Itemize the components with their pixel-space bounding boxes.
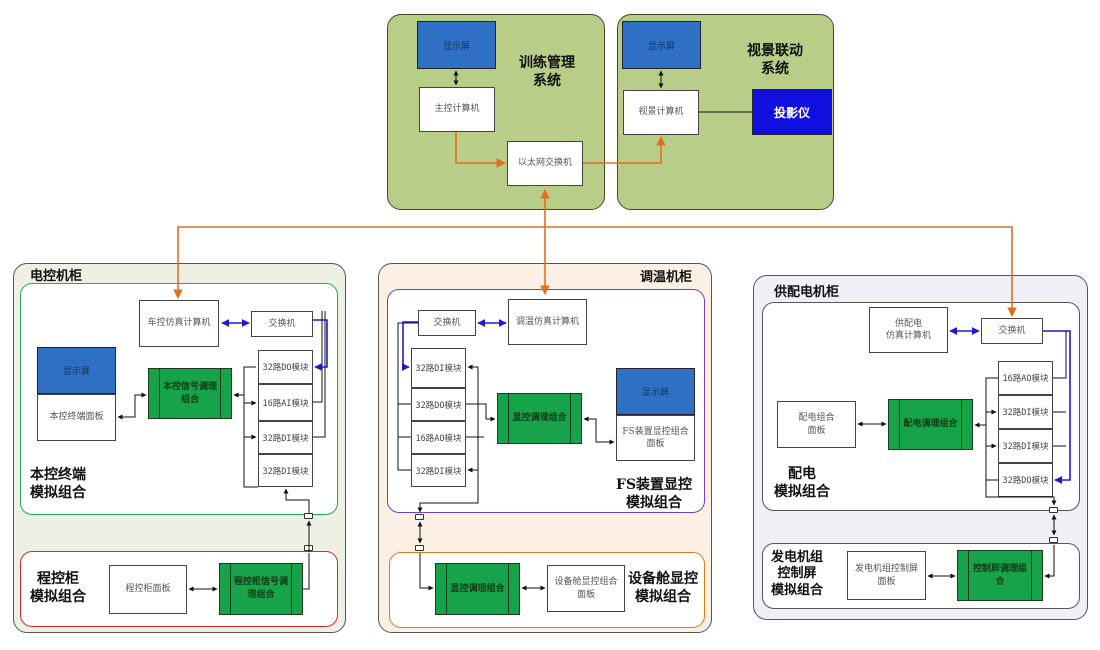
equipment-display-conditioner-label: 显控调理组合 bbox=[450, 583, 505, 594]
fs-display-panel[interactable]: FS装置显控组合 面板 bbox=[616, 415, 695, 461]
generator-group-title: 发电机组 控制屏 模拟组合 bbox=[771, 550, 824, 598]
module-32-di[interactable]: 32路DI模块 bbox=[998, 395, 1053, 429]
program-signal-conditioner-label: 程控柜信号调 理组合 bbox=[233, 577, 288, 600]
temperature-sim-computer[interactable]: 调温仿真计算机 bbox=[508, 299, 587, 345]
distribution-panel[interactable]: 配电组合 面板 bbox=[777, 401, 856, 448]
local-terminal-panel[interactable]: 本控终端面板 bbox=[37, 394, 116, 441]
module-32-do[interactable]: 32路DO模块 bbox=[998, 463, 1053, 497]
visual-screen[interactable]: 显示屏 bbox=[622, 21, 701, 69]
local-signal-conditioner-label: 本控信号调理 组合 bbox=[162, 381, 217, 405]
fs-display-conditioner-label: 显控调理组合 bbox=[512, 413, 567, 424]
module-32-do[interactable]: 32路DO模块 bbox=[411, 388, 466, 421]
module-16-ao[interactable]: 16路AO模块 bbox=[998, 361, 1053, 395]
eth-branch-left bbox=[173, 226, 545, 299]
connector bbox=[1049, 507, 1058, 513]
training-system-title: 训练管理 系统 bbox=[519, 55, 575, 89]
generator-panel[interactable]: 发电机组控制屏 面板 bbox=[847, 551, 926, 600]
main-control-computer[interactable]: 主控计算机 bbox=[419, 87, 495, 132]
program-cabinet-panel[interactable]: 程控柜面板 bbox=[109, 565, 187, 614]
electrical-switch[interactable]: 交换机 bbox=[251, 311, 313, 337]
connector bbox=[415, 514, 424, 520]
program-cabinet-group-title: 程控柜 模拟组合 bbox=[30, 571, 86, 605]
eth-branch-right bbox=[545, 226, 1017, 317]
equipment-display-conditioner[interactable]: 显控调理组合 bbox=[435, 563, 520, 615]
module-32-di[interactable]: 32路DI模块 bbox=[258, 454, 313, 487]
visual-computer[interactable]: 视景计算机 bbox=[623, 90, 699, 135]
equipment-display-group-title: 设备舱显控 模拟组合 bbox=[628, 571, 698, 605]
module-16-ai[interactable]: 16路AI模块 bbox=[258, 384, 313, 421]
connector bbox=[1049, 537, 1058, 543]
power-sim-computer[interactable]: 供配电 仿真计算机 bbox=[869, 307, 948, 353]
temperature-cabinet-title: 调温机柜 bbox=[640, 270, 693, 285]
visual-system-title: 视景联动 系统 bbox=[747, 43, 803, 77]
module-32-di[interactable]: 32路DI模块 bbox=[998, 429, 1053, 463]
power-cabinet-title: 供配电机柜 bbox=[774, 285, 840, 300]
connector bbox=[304, 513, 313, 519]
training-screen[interactable]: 显示屏 bbox=[417, 21, 496, 69]
generator-conditioner-label: 控制屏调理组 合 bbox=[972, 563, 1027, 587]
local-signal-conditioner[interactable]: 本控信号调理 组合 bbox=[148, 368, 232, 419]
distribution-conditioner-label: 配电调理组合 bbox=[903, 419, 958, 430]
generator-conditioner[interactable]: 控制屏调理组 合 bbox=[957, 550, 1043, 601]
fs-display-conditioner[interactable]: 显控调理组合 bbox=[497, 393, 582, 444]
electrical-cabinet-title: 电控机柜 bbox=[30, 269, 83, 284]
eth-line-switch-to-visual bbox=[583, 136, 666, 164]
local-terminal-group-title: 本控终端 模拟组合 bbox=[30, 467, 86, 501]
module-32-di[interactable]: 32路DI模块 bbox=[258, 421, 313, 454]
module-16-ao[interactable]: 16路AO模块 bbox=[411, 421, 466, 454]
fs-screen[interactable]: 显示屏 bbox=[616, 368, 695, 415]
program-signal-conditioner[interactable]: 程控柜信号调 理组合 bbox=[219, 563, 303, 615]
vehicle-sim-computer[interactable]: 车控仿真计算机 bbox=[139, 300, 219, 347]
module-32-di[interactable]: 32路DI模块 bbox=[411, 348, 466, 388]
ethernet-switch[interactable]: 以太网交换机 bbox=[507, 141, 583, 186]
eth-line-main-to-switch bbox=[455, 132, 506, 168]
fs-display-group-title: FS装置显控 模拟组合 bbox=[616, 477, 693, 511]
temperature-switch[interactable]: 交换机 bbox=[418, 310, 476, 336]
projector[interactable]: 投影仪 bbox=[752, 89, 832, 135]
connector bbox=[415, 545, 424, 551]
module-32-di[interactable]: 32路DI模块 bbox=[411, 454, 466, 487]
local-screen[interactable]: 显示屏 bbox=[37, 347, 116, 394]
module-32-do[interactable]: 32路DO模块 bbox=[258, 350, 313, 384]
distribution-group-title: 配电 模拟组合 bbox=[774, 466, 830, 500]
power-switch[interactable]: 交换机 bbox=[981, 318, 1043, 344]
equipment-display-panel[interactable]: 设备舱显控组合 面板 bbox=[547, 565, 625, 612]
distribution-conditioner[interactable]: 配电调理组合 bbox=[888, 399, 973, 450]
